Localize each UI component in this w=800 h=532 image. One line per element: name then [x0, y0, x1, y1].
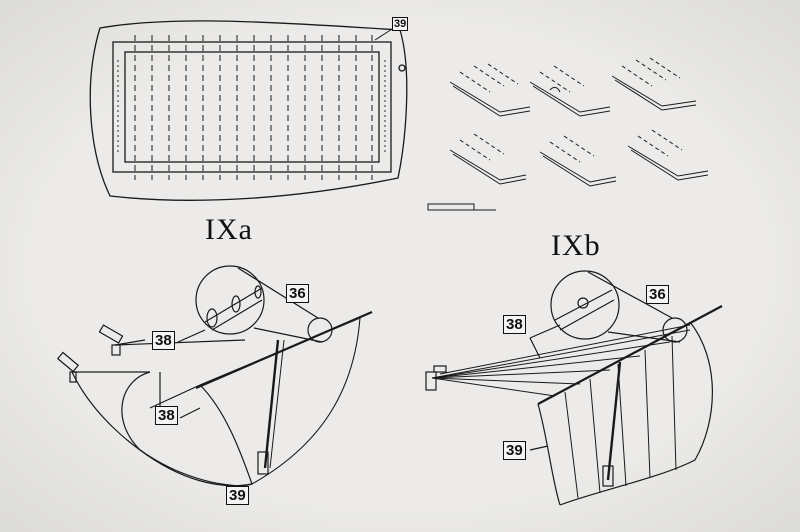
ixa-yard	[195, 310, 373, 390]
scale-bar	[427, 203, 475, 211]
callout-38-ixa-lower: 38	[155, 406, 178, 425]
sail-outer	[112, 41, 392, 173]
figure-ixb-title: IXb	[551, 229, 601, 262]
ixb-sail-panels	[564, 335, 677, 499]
hem-step-4	[449, 133, 527, 185]
callout-38-ixa-upper: 38	[152, 331, 175, 350]
figure-ixa-title: IXa	[205, 213, 253, 246]
callout-39-top: 39	[392, 17, 409, 31]
ixb-detail-circle	[550, 270, 620, 340]
ixa-mast	[263, 339, 280, 469]
ixb-mast	[606, 361, 622, 481]
sail-pattern-figure	[89, 20, 408, 201]
sail-inner	[124, 51, 380, 163]
hem-step-2	[529, 65, 611, 117]
hem-details	[427, 57, 709, 211]
hem-step-6	[627, 129, 709, 181]
callout-38-ixb: 38	[503, 315, 526, 334]
cloth-outline	[89, 20, 408, 201]
ixb-figure	[425, 270, 723, 506]
callout-36-ixa: 36	[286, 284, 309, 303]
ixa-lower-block	[56, 351, 80, 373]
callout-36-ixb: 36	[646, 285, 669, 304]
ixb-rigging	[431, 324, 691, 397]
hem-step-5	[539, 135, 617, 187]
hem-step-1	[449, 63, 531, 117]
ixb-yard	[537, 305, 723, 405]
callout-39-ixa: 39	[226, 486, 249, 505]
ixa-block	[98, 324, 124, 344]
callout-39-ixb: 39	[503, 441, 526, 460]
ixb-cleat	[425, 371, 437, 391]
ixb-sail-body	[537, 403, 561, 506]
sail-seams	[134, 35, 373, 180]
ixa-detail-circle	[195, 265, 265, 335]
hem-step-3	[611, 57, 697, 111]
